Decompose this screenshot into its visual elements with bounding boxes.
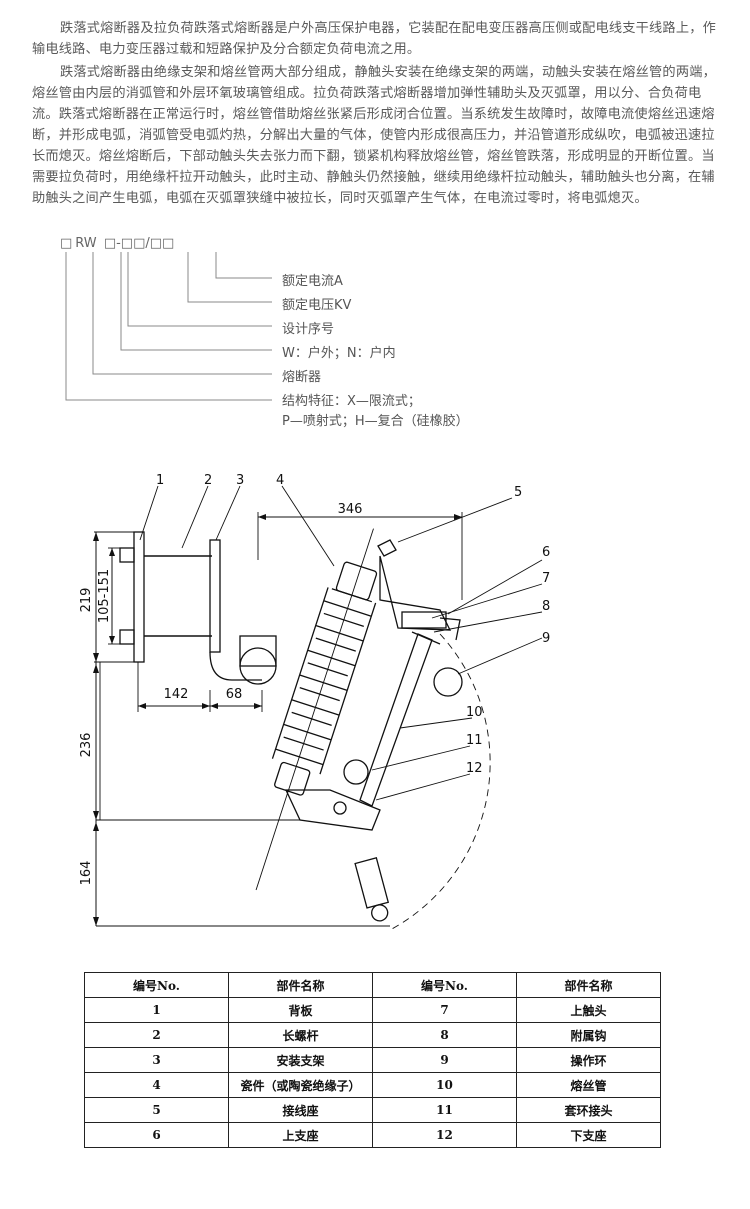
table-cell: 4 <box>84 1072 229 1098</box>
callout-5: 5 <box>514 485 522 500</box>
table-row: 5 接线座 11 套环接头 <box>84 1097 661 1123</box>
dim-142: 142 <box>164 687 189 702</box>
callout-7: 7 <box>542 571 550 586</box>
callout-9: 9 <box>542 631 550 646</box>
intro-paragraph-1: 跌落式熔断器及拉负荷跌落式熔断器是户外高压保护电器，它装配在配电变压器高压侧或配… <box>32 21 716 57</box>
table-cell: 上支座 <box>228 1122 373 1148</box>
callout-6: 6 <box>542 545 550 560</box>
header-no-2: 编号No. <box>372 972 517 998</box>
table-row: 4 瓷件（或陶瓷绝缘子） 10 熔丝管 <box>84 1072 661 1098</box>
table-cell: 安装支架 <box>228 1047 373 1073</box>
table-cell: 长螺杆 <box>228 1022 373 1048</box>
table-row: 2 长螺杆 8 附属钩 <box>84 1022 661 1048</box>
table-cell: 3 <box>84 1047 229 1073</box>
dim-164: 164 <box>79 861 94 886</box>
table-cell: 10 <box>372 1072 517 1098</box>
table-cell: 操作环 <box>516 1047 661 1073</box>
dim-219: 219 <box>79 588 94 613</box>
callout-10: 10 <box>466 705 483 720</box>
callout-3: 3 <box>236 473 244 488</box>
dim-236: 236 <box>79 733 94 758</box>
table-cell: 2 <box>84 1022 229 1048</box>
table-cell: 上触头 <box>516 997 661 1023</box>
header-no-1: 编号No. <box>84 972 229 998</box>
table-cell: 熔丝管 <box>516 1072 661 1098</box>
callout-8: 8 <box>542 599 550 614</box>
model-code-leader-lines <box>65 252 272 401</box>
operating-ring <box>433 667 463 697</box>
callout-1: 1 <box>156 473 164 488</box>
table-cell: 1 <box>84 997 229 1023</box>
table-cell: 接线座 <box>228 1097 373 1123</box>
callout-2: 2 <box>204 473 212 488</box>
table-cell: 7 <box>372 997 517 1023</box>
legend-outdoor-indoor: W：户外；N：户内 <box>282 346 396 361</box>
fuse-tube <box>359 633 433 807</box>
dim-68: 68 <box>226 687 243 702</box>
table-cell: 瓷件（或陶瓷绝缘子） <box>228 1072 373 1098</box>
parts-table: 编号No. 部件名称 编号No. 部件名称 1 背板 7 上触头 2 长螺杆 8… <box>84 972 661 1148</box>
model-code-rest: □-□□/□□ <box>103 236 175 251</box>
porcelain-insulator <box>255 528 378 891</box>
back-plate <box>133 531 145 663</box>
table-cell: 11 <box>372 1097 517 1123</box>
table-row: 1 背板 7 上触头 <box>84 997 661 1023</box>
intro-paragraph-2: 跌落式熔断器由绝缘支架和熔丝管两大部分组成，静触头安装在绝缘支架的两端，动触头安… <box>32 65 716 206</box>
table-cell: 8 <box>372 1022 517 1048</box>
table-cell: 附属钩 <box>516 1022 661 1048</box>
legend-fuse: 熔断器 <box>282 370 322 385</box>
table-cell: 12 <box>372 1122 517 1148</box>
header-name-2: 部件名称 <box>516 972 661 998</box>
table-cell: 9 <box>372 1047 517 1073</box>
dim-346: 346 <box>338 502 363 517</box>
table-cell: 下支座 <box>516 1122 661 1148</box>
legend-design-number: 设计序号 <box>282 322 335 337</box>
table-cell: 背板 <box>228 997 373 1023</box>
table-row: 3 安装支架 9 操作环 <box>84 1047 661 1073</box>
callout-12: 12 <box>466 761 483 776</box>
table-cell: 套环接头 <box>516 1097 661 1123</box>
model-code-box: □ <box>60 236 73 251</box>
callout-4: 4 <box>276 473 284 488</box>
mounting-bracket <box>209 539 221 653</box>
fuse-technical-drawing: 346 219 105-151 142 68 236 164 1 2 3 4 5… <box>79 473 550 931</box>
table-cell: 6 <box>84 1122 229 1148</box>
legend-structure-types: P—喷射式；H—复合（硅橡胶） <box>282 414 469 429</box>
table-row: 6 上支座 12 下支座 <box>84 1122 661 1148</box>
table-header-row: 编号No. 部件名称 编号No. 部件名称 <box>84 972 661 998</box>
header-name-1: 部件名称 <box>228 972 373 998</box>
legend-rated-voltage: 额定电压KV <box>282 298 352 313</box>
model-code-rw: RW <box>75 236 97 251</box>
model-code: □RW □-□□/□□ <box>60 236 177 251</box>
dim-105-151: 105-151 <box>97 569 112 623</box>
legend-structure: 结构特征：X—限流式； <box>282 394 421 409</box>
legend-rated-current: 额定电流A <box>282 274 343 289</box>
table-cell: 5 <box>84 1097 229 1123</box>
callout-11: 11 <box>466 733 483 748</box>
